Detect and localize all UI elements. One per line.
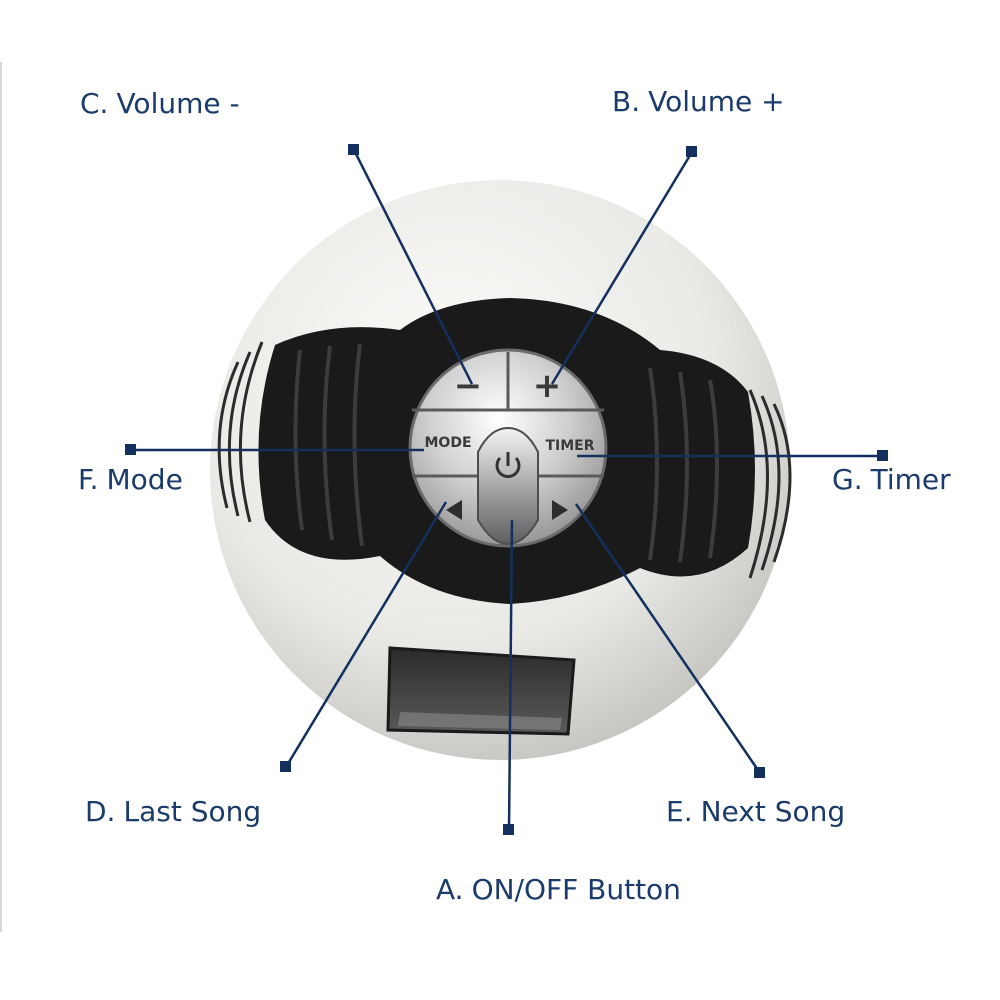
label-timer: G.Timer [832,463,951,496]
next-triangle-icon [552,500,568,520]
left-edge-rule [0,62,2,932]
label-volume-up: B.Volume + [612,85,785,118]
right-grille-lines [748,389,792,579]
band-ribs [293,343,719,563]
label-volume-down: C.Volume - [80,87,240,120]
plus-symbol: + [533,366,562,406]
label-last-song: D.Last Song [85,795,262,828]
power-icon [495,452,521,478]
leader-lines [131,149,883,831]
label-mode: F.Mode [78,463,183,496]
label-next-song: E.Next Song [666,795,846,828]
timer-button-label: TIMER [545,438,594,454]
minus-symbol: − [454,366,483,406]
display-window [386,646,576,736]
mode-button-label: MODE [424,435,471,451]
prev-triangle-icon [446,500,462,520]
power-button[interactable] [477,426,539,546]
left-grille-lines [217,341,264,523]
label-on-off: A.ON/OFF Button [436,873,681,906]
leader-endpoints [125,144,888,835]
display-reflection [398,712,562,730]
